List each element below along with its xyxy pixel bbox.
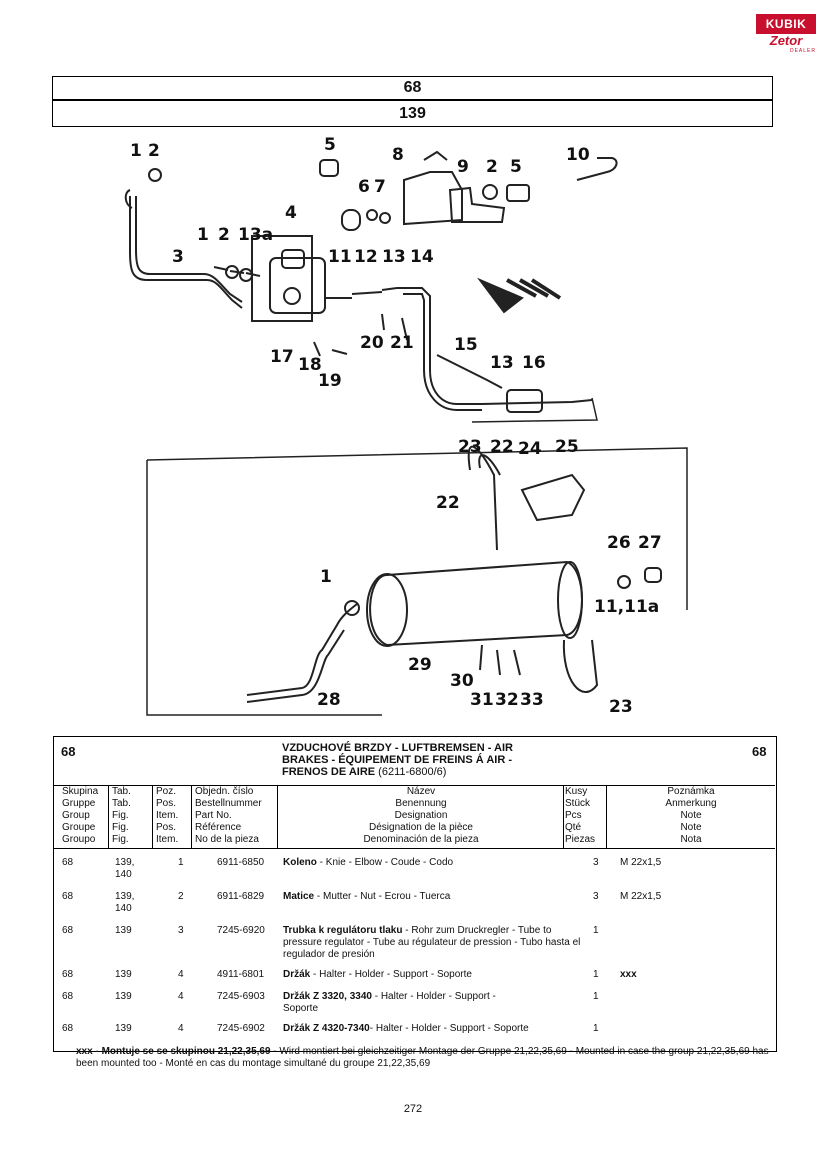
callout-21: 21 [390, 333, 414, 353]
col-divider [277, 786, 278, 848]
col-header-pos: Poz.Pos.Item.Pos.Item. [156, 786, 179, 845]
col-header-tab: Tab.Tab.Fig.Fig.Fig. [112, 786, 131, 845]
callout-33: 33 [520, 690, 544, 710]
callout-22b: 22 [436, 493, 460, 513]
callout-23b: 23 [609, 697, 633, 717]
exploded-parts-diagram: 1 2 5 8 9 2 5 10 6 7 11 4 1 2 13a 3 12 1… [124, 135, 688, 717]
callout-26: 26 [607, 533, 631, 553]
callout-14: 14 [410, 247, 434, 267]
callout-32: 32 [495, 690, 519, 710]
callout-13b: 13 [490, 353, 514, 373]
callout-2b: 2 [486, 157, 498, 177]
callout-28: 28 [317, 690, 341, 710]
callout-18: 18 [298, 355, 322, 375]
callout-24: 24 [518, 439, 542, 459]
callout-27: 27 [638, 533, 662, 553]
col-divider [191, 786, 192, 848]
callout-11-11a: 11,11a [594, 597, 659, 617]
header-top-rule [53, 785, 775, 786]
title-line-3: FRENOS DE AIRE (6211-6800/6) [282, 766, 447, 778]
callout-13: 13 [382, 247, 406, 267]
table-title: VZDUCHOVÉ BRZDY - LUFTBREMSEN - AIR BRAK… [282, 742, 513, 778]
callout-12: 12 [354, 247, 378, 267]
callout-25: 25 [555, 437, 579, 457]
callout-2c: 2 [218, 225, 230, 245]
parts-table [53, 736, 777, 1052]
logo-brand: KUBIK [756, 14, 816, 34]
table-group-left: 68 [61, 744, 76, 759]
callout-22: 22 [490, 437, 514, 457]
callout-7: 7 [374, 177, 386, 197]
logo-sub: Zetor [769, 33, 803, 48]
callout-17: 17 [270, 347, 294, 367]
callout-30: 30 [450, 671, 474, 691]
callout-19: 19 [318, 371, 342, 391]
callout-5b: 5 [510, 157, 522, 177]
callout-1b: 1 [197, 225, 209, 245]
table-number-header: 139 [52, 100, 773, 127]
callout-5: 5 [324, 135, 336, 155]
callout-29: 29 [408, 655, 432, 675]
callout-23: 23 [458, 437, 482, 457]
callout-16: 16 [522, 353, 546, 373]
page-number: 272 [403, 1103, 423, 1115]
callout-10: 10 [566, 145, 590, 165]
group-number-header: 68 [52, 76, 773, 100]
footnote: xxx - Montuje se se skupinou 21,22,35,69… [76, 1046, 769, 1069]
kubik-zetor-logo: KUBIK Zetor DEALER [756, 14, 816, 58]
logo-dealer: DEALER [789, 48, 816, 54]
callout-8: 8 [392, 145, 404, 165]
callout-1c: 1 [320, 567, 332, 587]
callout-31: 31 [470, 690, 494, 710]
title-line-2: BRAKES - ÉQUIPEMENT DE FREINS Á AIR - [282, 754, 512, 766]
callout-11: 11 [328, 247, 352, 267]
col-divider [606, 786, 607, 848]
callout-6: 6 [358, 177, 370, 197]
callout-3: 3 [172, 247, 184, 267]
callout-1: 1 [130, 141, 142, 161]
callout-13a: 13a [238, 225, 273, 245]
callout-4: 4 [285, 203, 297, 223]
table-group-right: 68 [752, 744, 767, 759]
callout-20: 20 [360, 333, 384, 353]
col-divider [152, 786, 153, 848]
title-line-1: VZDUCHOVÉ BRZDY - LUFTBREMSEN - AIR [282, 742, 513, 754]
callout-2: 2 [148, 141, 160, 161]
col-divider [108, 786, 109, 848]
header-bottom-rule [53, 848, 775, 849]
callout-9: 9 [457, 157, 469, 177]
callout-15: 15 [454, 335, 478, 355]
col-divider [563, 786, 564, 848]
